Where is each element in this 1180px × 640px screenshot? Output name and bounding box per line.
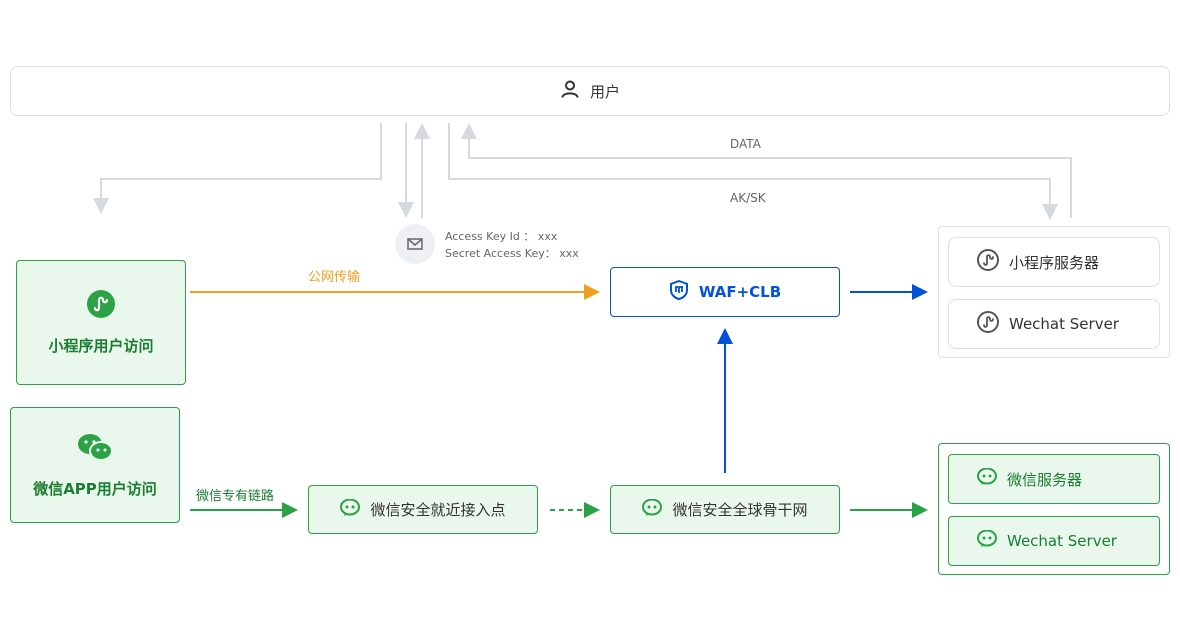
backbone-node: 微信安全全球骨干网 — [610, 485, 840, 534]
user-label: 用户 — [589, 82, 620, 101]
access-key-id: Access Key Id ： xxx — [445, 230, 558, 243]
public-network-label: 公网传输 — [308, 270, 361, 285]
miniprogram-server: 小程序服务器 — [948, 237, 1160, 287]
mail-icon — [395, 224, 435, 264]
user-to-miniprogram-line — [93, 123, 382, 214]
wechat-bubble-icon — [977, 529, 997, 552]
miniprogram-servers-group: 小程序服务器 Wechat Server — [938, 226, 1170, 358]
miniprogram-icon — [977, 249, 999, 275]
private-link-label: 微信专有链路 — [196, 489, 275, 504]
ak-sk-line — [448, 123, 1058, 220]
miniprogram-icon — [977, 311, 999, 337]
data-label: DATA — [730, 137, 761, 151]
wechat-server-top: Wechat Server — [948, 299, 1160, 349]
wechat-icon — [77, 432, 113, 466]
wechat-bubble-icon — [642, 498, 663, 521]
miniprogram-source: 小程序用户访问 — [16, 260, 186, 385]
access-point-node: 微信安全就近接入点 — [308, 485, 538, 534]
user-icon — [560, 79, 580, 103]
data-line — [461, 123, 1072, 218]
server-label: 微信服务器 — [1007, 470, 1083, 489]
wechat-app-source: 微信APP用户访问 — [10, 407, 180, 523]
wechat-server-bottom: Wechat Server — [948, 516, 1160, 566]
miniprogram-icon — [86, 289, 116, 323]
wechat-bubble-icon — [340, 498, 361, 521]
access-point-label: 微信安全就近接入点 — [370, 501, 506, 519]
wechat-server: 微信服务器 — [948, 454, 1160, 504]
shield-icon — [669, 279, 689, 304]
server-label: Wechat Server — [1009, 315, 1119, 333]
waf-clb-node: WAF+CLB — [610, 267, 840, 317]
ak-sk-label: AK/SK — [730, 191, 766, 205]
backbone-label: 微信安全全球骨干网 — [672, 501, 808, 519]
server-label: 小程序服务器 — [1009, 253, 1100, 272]
miniprogram-source-label: 小程序用户访问 — [48, 337, 154, 355]
credentials-text: Access Key Id ： xxx Secret Access Key： x… — [445, 228, 579, 262]
wechat-app-source-label: 微信APP用户访问 — [33, 479, 157, 498]
wechat-bubble-icon — [977, 467, 997, 490]
user-bar: 用户 — [10, 66, 1170, 116]
secret-access-key: Secret Access Key： xxx — [445, 247, 579, 260]
waf-clb-label: WAF+CLB — [698, 283, 782, 301]
wechat-servers-group: 微信服务器 Wechat Server — [938, 443, 1170, 575]
server-label: Wechat Server — [1007, 532, 1117, 550]
